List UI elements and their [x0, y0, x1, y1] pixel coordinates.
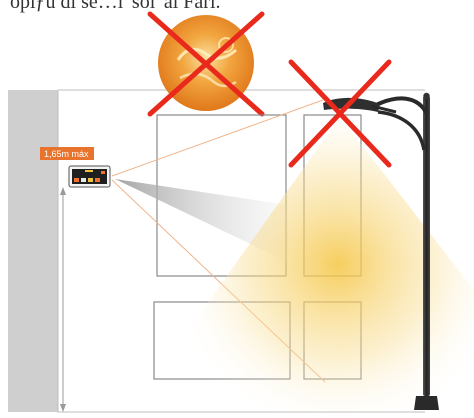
height-label-text: 1,65m máx — [44, 149, 89, 159]
left-wall — [8, 90, 58, 412]
camera-device-icon — [69, 166, 110, 187]
lamp-light-cone — [130, 117, 474, 412]
height-dimension-arrow — [60, 187, 66, 412]
